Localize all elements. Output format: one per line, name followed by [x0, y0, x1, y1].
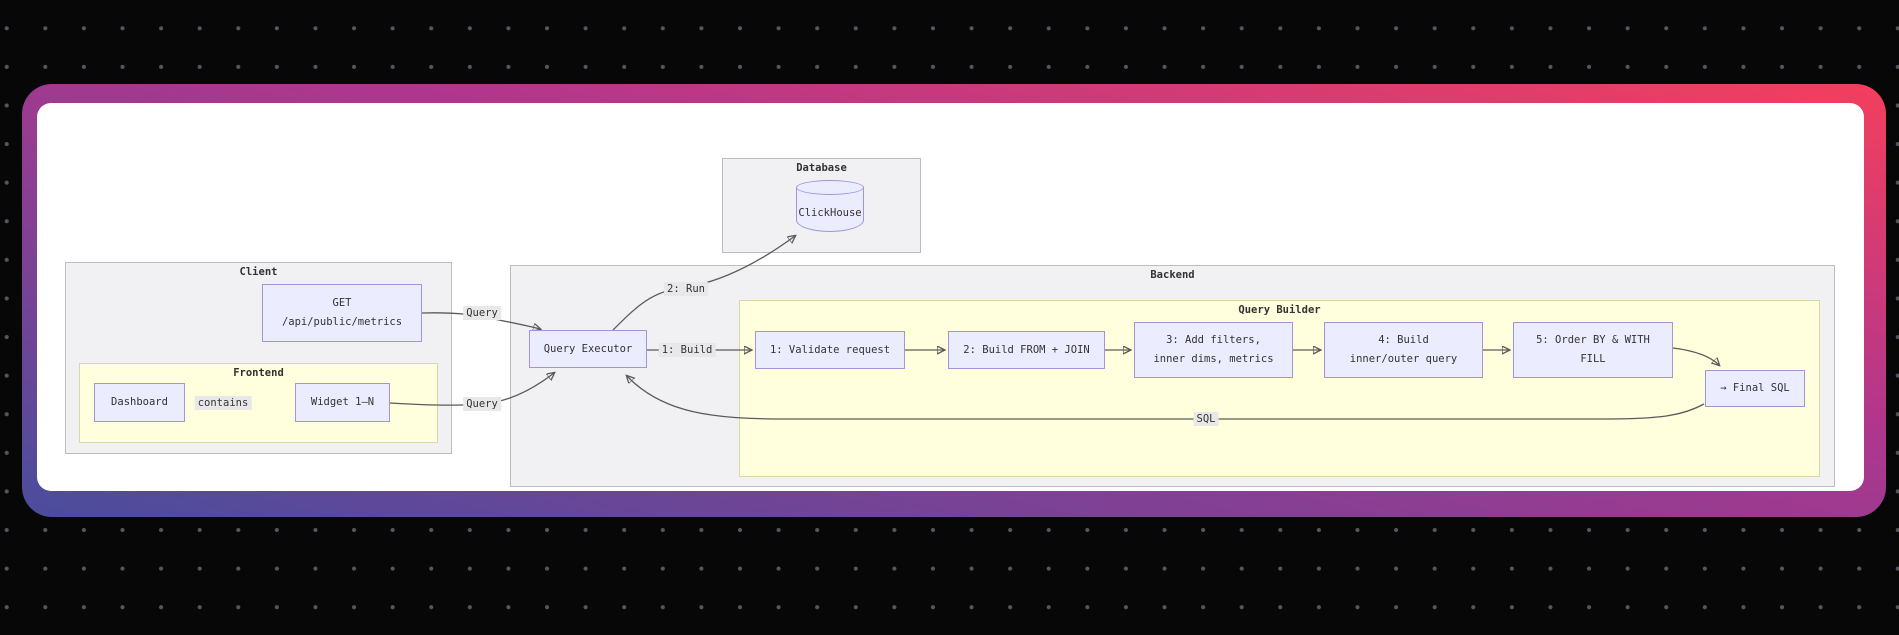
- node-step-2-build-from-join: 2: Build FROM + JOIN: [948, 331, 1105, 369]
- node-get-endpoint-line1: GET: [332, 297, 352, 309]
- node-step-2-label: 2: Build FROM + JOIN: [963, 343, 1090, 356]
- cluster-query-builder-title: Query Builder: [1238, 304, 1321, 316]
- cluster-frontend-title: Frontend: [233, 367, 284, 379]
- node-step-4-build-inner-outer: 4: Build inner/outer query: [1324, 322, 1483, 378]
- node-widget: Widget 1–N: [295, 383, 390, 422]
- node-step-3-add-filters: 3: Add filters, inner dims, metrics: [1134, 322, 1293, 378]
- node-step-3-line2: inner dims, metrics: [1153, 353, 1274, 365]
- edge-label-run: 2: Run: [664, 282, 708, 296]
- node-step-5-line2: FILL: [1580, 353, 1606, 365]
- edge-label-query-bottom: Query: [463, 397, 501, 411]
- node-step-1-label: 1: Validate request: [769, 343, 891, 356]
- node-dashboard-label: Dashboard: [111, 396, 168, 408]
- node-final-sql-label: → Final SQL: [1720, 382, 1790, 394]
- edge-label-contains: contains: [194, 396, 252, 410]
- edge-label-build: 1: Build: [658, 343, 716, 357]
- node-step-4-line2: inner/outer query: [1349, 353, 1458, 365]
- node-final-sql: → Final SQL: [1705, 370, 1805, 407]
- node-step-1-validate: 1: Validate request: [755, 331, 905, 369]
- node-widget-label: Widget 1–N: [310, 396, 375, 408]
- node-query-executor-label: Query Executor: [543, 342, 633, 355]
- clickhouse-cylinder-top: [796, 180, 864, 195]
- node-clickhouse-label: ClickHouse: [798, 207, 862, 219]
- cluster-backend-title: Backend: [1150, 269, 1195, 281]
- node-step-5-order-by: 5: Order BY & WITH FILL: [1513, 322, 1673, 378]
- node-step-4-line1: 4: Build: [1378, 334, 1429, 346]
- cluster-client-title: Client: [239, 266, 278, 278]
- node-get-endpoint-line2: /api/public/metrics: [281, 316, 403, 328]
- node-get-endpoint: GET /api/public/metrics: [262, 284, 422, 342]
- edge-label-sql: SQL: [1193, 412, 1219, 426]
- edge-label-query-top: Query: [463, 306, 501, 320]
- node-step-3-line1: 3: Add filters,: [1166, 334, 1261, 346]
- node-step-5-line1: 5: Order BY & WITH: [1536, 334, 1650, 346]
- node-query-executor: Query Executor: [529, 330, 647, 368]
- cluster-database-title: Database: [796, 162, 847, 174]
- node-dashboard: Dashboard: [94, 383, 185, 422]
